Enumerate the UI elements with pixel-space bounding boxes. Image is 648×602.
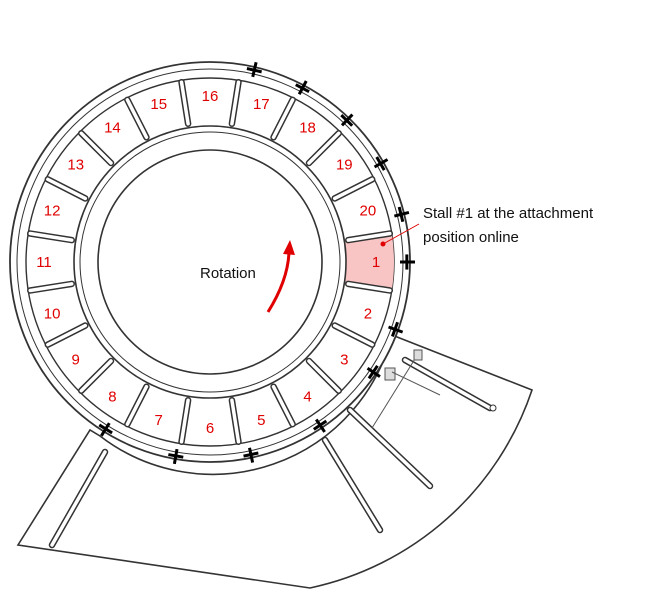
- platform-bar-inner: [50, 450, 107, 547]
- rail-post: [340, 113, 354, 127]
- stall-divider-inner: [307, 359, 341, 393]
- stall-number-13: 13: [67, 156, 84, 173]
- stall-divider-inner: [179, 80, 190, 126]
- stall-divider-inner: [332, 323, 374, 347]
- annotation-dot: [380, 241, 386, 247]
- rail-post: [388, 321, 404, 337]
- rail-post: [400, 254, 415, 270]
- rotation-arrow: [266, 251, 291, 313]
- inner-ring-core: [97, 149, 323, 375]
- rail-post: [243, 447, 259, 463]
- stall-number-16: 16: [202, 88, 219, 105]
- rail-post: [373, 156, 389, 171]
- stall-divider-inner: [46, 177, 88, 201]
- stall-divider-inner: [28, 231, 74, 242]
- stall-number-10: 10: [44, 305, 61, 322]
- stall-divider-inner: [230, 398, 241, 444]
- rotation-arrowhead: [283, 240, 295, 255]
- stall-dividers: [26, 78, 394, 446]
- stall-divider-inner: [46, 323, 88, 347]
- stall-divider-inner: [307, 131, 341, 165]
- platform-bar-inner: [403, 358, 492, 410]
- rail-post: [168, 448, 184, 465]
- stall-number-4: 4: [303, 388, 311, 405]
- gate-mechanism: [371, 349, 497, 429]
- rail-post: [246, 61, 262, 78]
- rail-post: [393, 206, 410, 223]
- rail-post: [312, 418, 328, 433]
- platform-bars: [48, 356, 494, 549]
- stall-number-1: 1: [372, 254, 380, 271]
- stall-number-18: 18: [299, 120, 316, 137]
- stall-number-11: 11: [36, 254, 52, 271]
- highlighted-stall-1: [344, 233, 394, 291]
- stall-number-9: 9: [72, 352, 80, 369]
- annotation-line-1: Stall #1 at the attachment: [423, 205, 594, 222]
- stall-number-7: 7: [155, 412, 163, 429]
- stall-divider-inner: [125, 98, 149, 140]
- stall-divider-inner: [179, 398, 190, 444]
- stall-divider-inner: [346, 231, 392, 242]
- annotation-leader: [382, 223, 420, 245]
- stall-number-6: 6: [206, 420, 214, 437]
- rotation-label: Rotation: [200, 265, 256, 282]
- stall-number-15: 15: [150, 96, 167, 113]
- stall-divider-inner: [346, 282, 392, 293]
- stall-number-12: 12: [44, 203, 61, 220]
- stall-divider-inner: [271, 98, 295, 140]
- stall-number-14: 14: [104, 120, 121, 137]
- stall-divider-inner: [79, 131, 113, 165]
- stall-number-17: 17: [253, 96, 270, 113]
- stall-number-20: 20: [360, 203, 377, 220]
- platform-bar-inner: [348, 408, 432, 488]
- stall-divider-inner: [271, 384, 295, 426]
- stall-divider-inner: [28, 282, 74, 293]
- stall-number-19: 19: [336, 156, 353, 173]
- platform-bar-inner: [323, 438, 382, 532]
- stall-number-2: 2: [364, 305, 372, 322]
- stall-divider-inner: [125, 384, 149, 426]
- stall-number-3: 3: [340, 352, 348, 369]
- inner-ring-mid: [79, 131, 341, 393]
- stall-number-5: 5: [257, 412, 265, 429]
- stall-divider-inner: [79, 359, 113, 393]
- stall-divider-inner: [230, 80, 241, 126]
- rail-post: [366, 364, 381, 380]
- rail-posts: [98, 61, 415, 465]
- rail-post: [295, 80, 310, 95]
- annotation-line-2: position online: [423, 229, 519, 246]
- rail-post: [98, 422, 113, 437]
- platform-sector: [16, 333, 534, 589]
- stall-number-8: 8: [108, 388, 116, 405]
- stall-divider-inner: [332, 177, 374, 201]
